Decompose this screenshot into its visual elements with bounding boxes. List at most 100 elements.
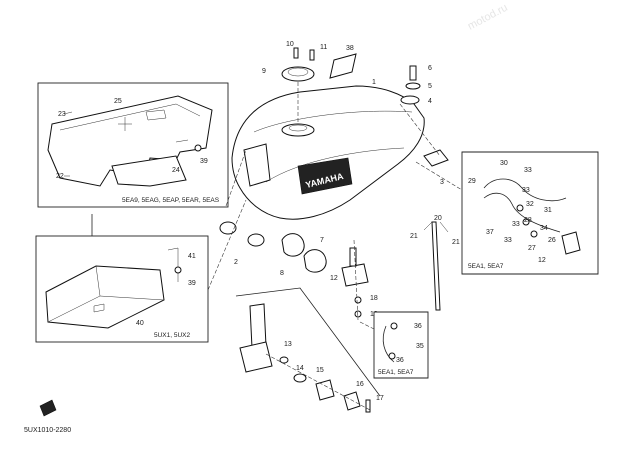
damper-2a [219,221,237,235]
callout-33-r4: 33 [504,237,512,244]
callout-35: 35 [416,343,424,350]
callout-24: 24 [172,167,180,174]
lower-axis [265,353,371,411]
plate-14b [315,379,335,401]
damper-7a [281,233,305,257]
fuel-cap-9 [281,66,315,82]
clip-36b [388,352,396,360]
petcock-insert [561,231,581,255]
tank-mount-hardware: 6 5 4 3 [399,65,449,186]
callout-21a: 21 [410,233,418,240]
fuel-hose-a [483,178,567,202]
callout-12-r: 12 [538,257,546,264]
callout-11: 11 [320,44,327,51]
clip-r3 [530,230,538,238]
screw-11 [309,49,315,61]
tank-knee-recess [243,143,271,187]
leader-cover-to-tank [207,199,247,291]
tank-contour [253,110,413,133]
gasket-15 [293,373,307,383]
bolt-6 [409,65,417,81]
damper-4 [400,95,420,105]
callout-30: 30 [500,160,508,167]
inset-hose-clip: 36 35 36 5EA1, 5EA7 [373,311,429,379]
hose-35 [382,325,395,363]
fuel-tank: YAMAHA 1 [231,79,425,220]
callout-40: 40 [136,320,144,327]
callout-38: 38 [346,45,354,52]
cover-slot [93,303,105,313]
diagram-code: 5UX1010-2280 [24,427,71,434]
petcock-main: 12 18 19 [330,239,378,321]
lever-16 [343,391,361,411]
leader-lines-a [63,111,189,177]
tank-stay: 20 21 21 [410,215,460,311]
callout-2: 2 [234,259,238,266]
callout-8: 8 [280,270,284,277]
tank-lower-contour [265,147,405,183]
callout-34: 34 [540,225,548,232]
callout-12: 12 [330,275,338,282]
shield-slot [145,109,167,121]
leader-tank-to-right-inset [415,161,463,191]
caption-bottom-center: 5EA1, 5EA7 [378,369,414,376]
cover-edges [47,265,165,323]
clip-36a [390,322,398,330]
tank-emblem-plate [297,157,353,195]
callout-4: 4 [428,98,432,105]
callout-14: 14 [296,365,304,372]
callout-39-top: 39 [200,158,208,165]
caption-top-left: 5EA9, 5EAG, 5EAP, 5EAR, 5EAS [122,197,220,204]
damper-2b [247,233,265,247]
callout-13: 13 [284,341,292,348]
shield-cross-mark [118,117,132,131]
damper-7b [303,249,327,273]
lower-outline-a [235,287,381,397]
callout-36a: 36 [414,323,422,330]
mount-axis [399,103,441,157]
tank-dampers: 2 7 8 [219,221,327,277]
callout-22: 22 [56,173,64,180]
fuel-hose-b [483,192,561,233]
oring-13 [279,356,289,364]
watermark: motod.ru [466,2,510,33]
callout-36b: 36 [396,357,404,364]
inset-hose-clip-frame [373,311,429,379]
leader-petcock-to-clip-inset [359,321,377,331]
callout-33-r3: 33 [512,221,520,228]
callout-17: 17 [376,395,384,402]
screw-17 [365,399,371,413]
label-38 [329,53,357,79]
cock-body [239,341,273,373]
callout-33-r2: 33 [522,187,530,194]
bracket-3 [423,149,449,167]
callout-32: 32 [526,201,534,208]
stay-rod-20 [431,221,441,311]
callout-1: 1 [372,79,376,86]
callout-33-r1: 33 [524,167,532,174]
callout-39-bottom: 39 [188,280,196,287]
filler-neck [281,123,315,137]
callout-21b: 21 [452,239,460,246]
callout-31: 31 [544,207,552,214]
callout-37: 37 [486,229,494,236]
callout-18: 18 [370,295,378,302]
stay-hooks [423,221,449,233]
filler-neck-inner [288,124,308,132]
callout-3: 3 [440,179,444,186]
washer-18 [354,296,362,304]
callout-28: 28 [524,217,532,224]
callout-29: 29 [468,178,476,185]
bolt-10 [293,47,299,59]
callout-25: 25 [114,98,122,105]
inset-fuel-lines: 29 30 33 33 31 32 28 33 34 37 33 27 26 1… [461,151,599,275]
clip-r1 [516,204,524,212]
inset-cover: 41 39 40 5UX1, 5UX2 [35,214,209,343]
heat-shield-fold [59,103,201,131]
callout-15: 15 [316,367,324,374]
callout-41: 41 [188,253,196,260]
callout-23: 23 [58,111,66,118]
callout-26: 26 [548,237,556,244]
